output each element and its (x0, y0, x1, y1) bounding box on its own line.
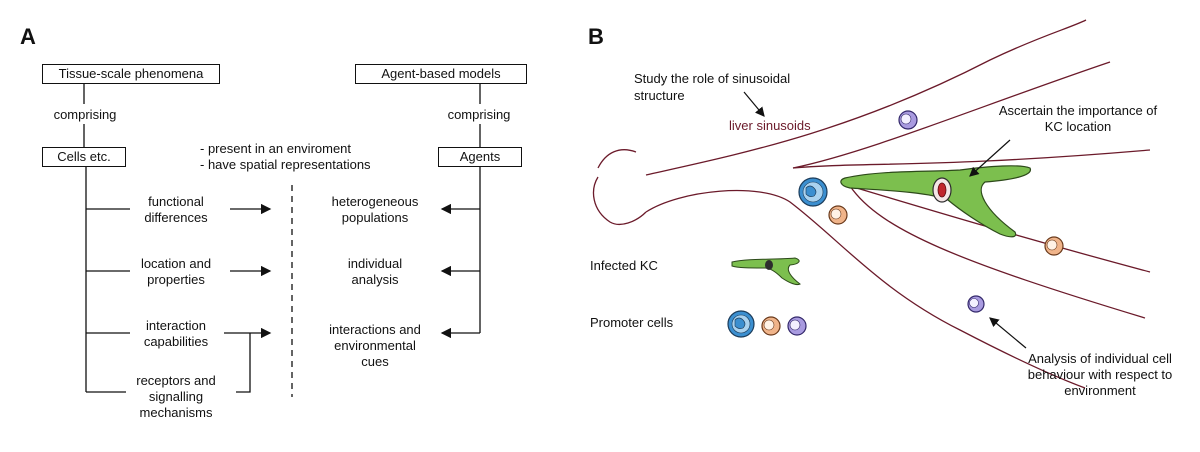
cell-orange-right (1044, 236, 1064, 256)
left-item-1-line2: differences (144, 210, 208, 225)
sinusoid-wall-branch-mid (792, 149, 1151, 169)
right-item-1-line2: populations (341, 210, 409, 225)
analysis-line1: Analysis of individual cell (1028, 351, 1172, 366)
arrow-analysis (989, 317, 1027, 349)
right-item-3-line2: environmental (334, 338, 416, 353)
left-item-receptors: receptors and signalling mechanisms (120, 373, 232, 421)
infected-kc-label: Infected KC (590, 258, 658, 273)
left-item-2-line1: location and (140, 256, 212, 271)
liver-sinusoids-label: liver sinusoids (729, 118, 811, 133)
tissue-scale-box: Tissue-scale phenomena (42, 64, 220, 84)
left-item-location: location and properties (120, 256, 232, 288)
cells-box: Cells etc. (42, 147, 126, 167)
right-item-2-line1: individual (347, 256, 403, 271)
comprising-left-label: comprising (53, 107, 117, 122)
cell-purple-upper (898, 110, 918, 130)
left-item-4-line1: receptors and (136, 373, 216, 388)
bracket-receptors (236, 333, 251, 393)
right-item-3-line3: cues (361, 354, 389, 369)
left-item-1-line1: functional (148, 194, 204, 209)
panel-b-letter: B (588, 24, 604, 49)
environment-note-line2: - have spatial representations (200, 157, 371, 172)
kupffer-cell (840, 165, 1031, 238)
agents-box: Agents (438, 147, 522, 167)
left-item-4-line2: signalling (148, 389, 204, 404)
cell-orange-sinusoid (828, 205, 848, 225)
left-item-2-line2: properties (147, 272, 205, 287)
cell-purple-lower (967, 295, 985, 313)
agent-based-box: Agent-based models (355, 64, 527, 84)
sinusoid-dome-top (597, 149, 637, 169)
analysis-line2: behaviour with respect to (1027, 367, 1173, 382)
right-item-3-line1: interactions and (329, 322, 421, 337)
left-item-functional: functional differences (120, 194, 232, 226)
arrow-study-to-sinusoids (743, 91, 765, 117)
right-item-heterogeneous: heterogeneous populations (310, 194, 440, 226)
right-item-interactions: interactions and environmental cues (310, 322, 440, 370)
legend-promoter-orange-icon (761, 316, 781, 336)
right-item-2-line2: analysis (351, 272, 399, 287)
legend-infected-kc-icon (731, 257, 801, 285)
panel-a-letter: A (20, 24, 36, 49)
legend-promoter-purple-icon (787, 316, 807, 336)
environment-note-line1: - present in an enviroment (200, 141, 352, 156)
left-item-4-line3: mechanisms (139, 405, 213, 420)
sinusoid-wall-branch-bottom (849, 185, 1146, 319)
legend-promoter-blue-icon (727, 310, 755, 338)
kc-location-line1: Ascertain the importance of (998, 103, 1158, 118)
study-label-line1: Study the role of sinusoidal (634, 71, 791, 86)
sinusoid-wall-branch-top (792, 61, 1111, 169)
right-item-1-line1: heterogeneous (331, 194, 419, 209)
promoter-cells-label: Promoter cells (590, 315, 674, 330)
analysis-label: Analysis of individual cell behaviour wi… (1010, 351, 1190, 399)
promoter-cell-blue-large (798, 177, 828, 207)
left-item-3-line1: interaction (146, 318, 206, 333)
sinusoid-wall-lower (645, 189, 1086, 389)
comprising-right-label: comprising (447, 107, 511, 122)
left-item-interaction: interaction capabilities (120, 318, 232, 350)
study-label-line2: structure (634, 88, 685, 103)
kupffer-cell-parasite (937, 182, 947, 198)
kc-location-label: Ascertain the importance of KC location (978, 103, 1178, 135)
legend-infected-kc-nucleus (765, 260, 773, 270)
kc-location-line2: KC location (1044, 119, 1112, 134)
left-item-3-line2: capabilities (143, 334, 209, 349)
sinusoid-dome-bottom (592, 176, 647, 226)
arrow-kc-location (969, 139, 1011, 177)
right-item-individual: individual analysis (310, 256, 440, 288)
sinusoid-wall-upper (645, 19, 1087, 176)
analysis-line3: environment (1064, 383, 1136, 398)
